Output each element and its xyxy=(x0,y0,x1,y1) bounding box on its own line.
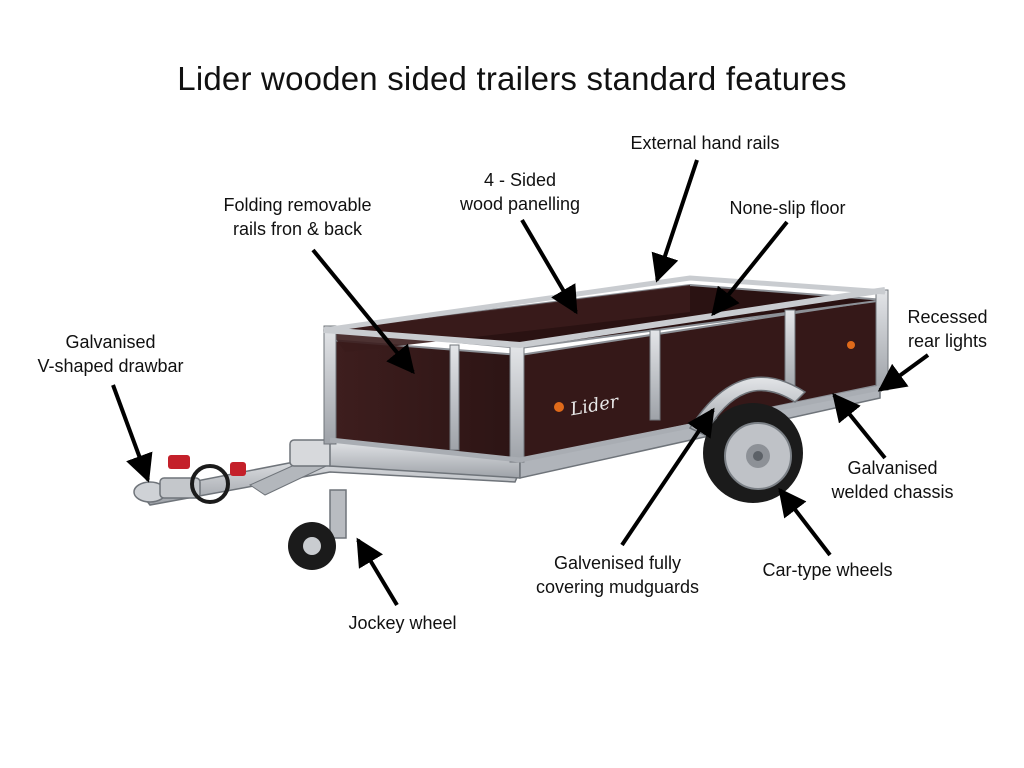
arrow-four-sided xyxy=(520,218,578,315)
mudguard xyxy=(688,376,807,436)
arrow-hand-rails xyxy=(651,159,699,283)
main-wheel xyxy=(703,403,803,503)
annotation-arrows xyxy=(111,159,930,607)
label-rear-lights: Recessed rear lights xyxy=(907,307,988,351)
page-title: Lider wooden sided trailers standard fea… xyxy=(177,60,847,97)
arrow-wheels xyxy=(778,487,832,557)
label-chassis: Galvanised welded chassis xyxy=(831,458,954,502)
label-folding-rails: Folding removable rails fron & back xyxy=(223,195,372,239)
arrow-chassis xyxy=(832,392,887,460)
arrow-floor xyxy=(711,220,789,317)
wood-body xyxy=(323,275,889,463)
arrow-rear-lights xyxy=(877,353,930,392)
coupling-head xyxy=(133,455,246,504)
label-mudguards: Galvenised fully covering mudguards xyxy=(535,553,700,597)
label-drawbar: Galvanised V-shaped drawbar xyxy=(37,332,184,376)
arrow-drawbar xyxy=(111,384,153,483)
jockey-wheel xyxy=(288,489,347,570)
label-hand-rails: External hand rails xyxy=(630,133,780,153)
label-jockey: Jockey wheel xyxy=(348,613,457,633)
arrow-folding-rails xyxy=(311,248,415,375)
label-floor: None-slip floor xyxy=(729,198,846,218)
arrow-mudguards xyxy=(620,407,715,547)
arrow-jockey xyxy=(356,537,399,607)
label-four-sided: 4 - Sided wood panelling xyxy=(459,170,581,214)
label-wheels: Car-type wheels xyxy=(762,560,893,580)
